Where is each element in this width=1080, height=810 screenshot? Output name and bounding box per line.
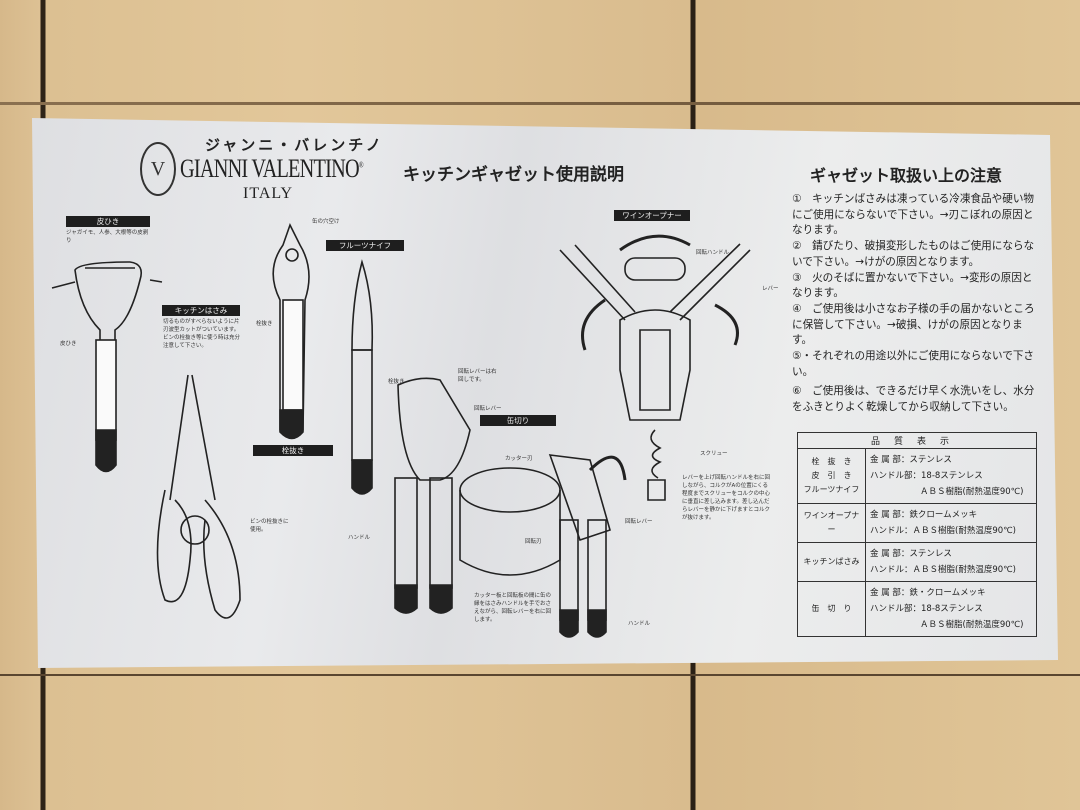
tag-can-opener: 缶切り [480, 415, 556, 426]
spec: 金 属 部：鉄クロームメッキ [870, 510, 978, 520]
bottle-hole-label: 缶の穴空け [312, 219, 340, 225]
tag-peeler: 皮ひき [66, 216, 150, 227]
bottle-opener-label: 栓抜き [256, 321, 273, 327]
wine-lever-label: レバー [762, 286, 779, 292]
can-handle-label: ハンドル [348, 535, 371, 541]
can-opener-note: カッター板と回転板の間に缶の縁をはさみハンドルを手でおさえながら、回転レバーを右… [474, 593, 552, 623]
can-lever-label: 回転レバー [474, 406, 502, 412]
tag-scissors: キッチンはさみ [162, 305, 240, 316]
can-rotary-label: 回転刃 [525, 539, 542, 545]
quality-table: 品質表示 栓 抜 き皮 引 きフルーツナイフ 金 属 部：ステンレスハンドル部：… [797, 432, 1037, 637]
bottle-opener-drawing [272, 222, 310, 440]
spec: 金 属 部：鉄・クロームメッキ [870, 588, 986, 598]
wine-opener-note: レバーを上げ回転ハンドルを右に回しながら、コルクがAの位置にくる程度までスクリュ… [682, 475, 771, 521]
spec: 金 属 部：ステンレス [870, 549, 952, 559]
notes-title: ギャゼット取扱い上の注意 [810, 166, 1003, 185]
brand-country: ITALY [243, 185, 294, 202]
scissors-pin-label: ビンの栓抜きに使用。 [250, 519, 289, 533]
table-row: 栓 抜 き皮 引 きフルーツナイフ 金 属 部：ステンレスハンドル部：18-8ス… [797, 448, 1037, 504]
floor-seam [0, 102, 1080, 105]
item-name: 栓 抜 き [811, 457, 852, 466]
spec: ハンドル：ＡＢＳ樹脂(耐熱温度90℃) [870, 526, 1016, 536]
table-row: 缶 切 り 金 属 部：鉄・クロームメッキハンドル部：18-8ステンレス ＡＢＳ樹… [797, 581, 1037, 637]
scissors-desc: 切るものがすべらないように片刃波型カットがついています。ビンの栓抜き等に使う時は… [163, 319, 241, 349]
can-lever-note: 回転レバーは右回しです。 [458, 369, 497, 383]
table-row: ワインオープナー 金 属 部：鉄クロームメッキハンドル：ＡＢＳ樹脂(耐熱温度90… [797, 503, 1037, 543]
wine-opener-drawing [559, 234, 751, 501]
item-name: キッチンばさみ [803, 557, 860, 566]
note-item: ④ ご使用後は小さなお子様の手の届かないところに保管して下さい。→破損、けがの原… [792, 302, 1035, 347]
peeler-drawing [51, 261, 163, 473]
tag-bottle-opener: 栓抜き [253, 445, 333, 456]
tag-wine-opener: ワインオープナー [614, 210, 690, 221]
spec: ＡＢＳ樹脂(耐熱温度90℃) [920, 487, 1024, 497]
brand-name-en: GIANNI VALENTINO® [180, 154, 364, 183]
spec: ハンドル部：18-8ステンレス [870, 604, 983, 614]
spec: ハンドル部：18-8ステンレス [870, 471, 983, 481]
wine-handle-label: 回転ハンドル [696, 250, 730, 256]
fruit-knife-drawing [351, 259, 374, 495]
spec: ハンドル：ＡＢＳ樹脂(耐熱温度90℃) [870, 565, 1016, 575]
wine-screw-label: スクリュー [700, 451, 728, 457]
note-item: ③ 火のそばに置かないで下さい。→変形の原因となります。 [792, 271, 1033, 300]
item-name: フルーツナイフ [803, 485, 860, 494]
tag-fruit-knife: フルーツナイフ [326, 240, 404, 251]
can-bottle-label: 栓抜き [388, 379, 405, 385]
spec: 金 属 部：ステンレス [870, 455, 952, 465]
table-row: キッチンばさみ 金 属 部：ステンレスハンドル：ＡＢＳ樹脂(耐熱温度90℃) [797, 542, 1037, 582]
can-lever2-label: 回転レバー [625, 519, 653, 525]
can-cutter-label: カッター刃 [505, 456, 533, 462]
note-item: ② 錆びたり、破損変形したものはご使用にならないで下さい。→けがの原因となります… [792, 240, 1035, 268]
can-handle2-label: ハンドル [628, 621, 651, 627]
brand-name-jp: ジャンニ・バレンチノ [205, 136, 384, 154]
notes-list: ① キッチンばさみは凍っている冷凍食品や硬い物にご使用にならないで下さい。→刃こ… [792, 192, 1042, 416]
item-name: ワインオープナー [803, 511, 860, 534]
floor-seam [0, 674, 1080, 676]
quality-title: 品質表示 [797, 432, 1037, 449]
peeler-label: 皮ひき [60, 341, 77, 347]
note-item: ⑤・それぞれの用途以外にご使用にならないで下さい。 [792, 350, 1035, 378]
peeler-desc: ジャガイモ、人参、大根等の皮剥り [66, 230, 149, 244]
can-opener-drawing [394, 377, 627, 638]
brand-logo-mark: V [140, 142, 176, 196]
note-item: ⑥ ご使用後は、できるだけ早く水洗いをし、水分をふきとりよく乾燥してから収納して… [792, 385, 1035, 414]
page-title: キッチンギャゼット使用説明 [403, 165, 624, 185]
spec: ＡＢＳ樹脂(耐熱温度90℃) [920, 620, 1024, 630]
item-name: 缶 切 り [811, 604, 852, 613]
scissors-drawing [156, 374, 241, 619]
item-name: 皮 引 き [811, 471, 852, 480]
note-item: ① キッチンばさみは凍っている冷凍食品や硬い物にご使用にならないで下さい。→刃こ… [792, 193, 1035, 237]
